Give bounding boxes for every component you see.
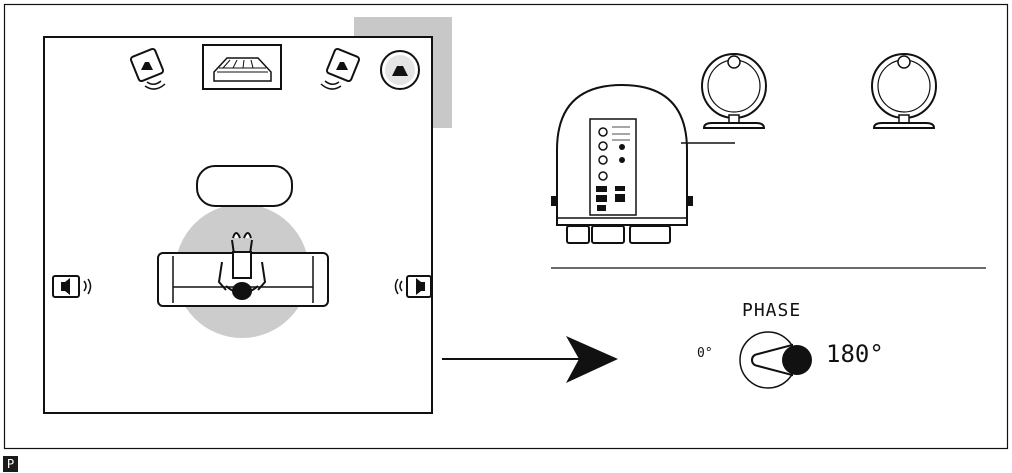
surround-left-speaker-icon bbox=[52, 275, 92, 298]
subwoofer-icon bbox=[380, 50, 420, 90]
outer-border bbox=[3, 3, 1009, 450]
phase-knob-icon[interactable] bbox=[739, 331, 812, 389]
surround-right-speaker-icon bbox=[394, 275, 432, 298]
coffee-table-icon bbox=[196, 165, 293, 207]
page-tag: P bbox=[3, 456, 18, 472]
phase-max-label: 180° bbox=[826, 340, 884, 368]
satellite-speaker-icon bbox=[871, 53, 937, 129]
phase-min-label: 0° bbox=[697, 346, 713, 361]
front-left-speaker-icon bbox=[129, 47, 166, 90]
phase-title: PHASE bbox=[742, 300, 802, 321]
listener-icon bbox=[217, 232, 267, 300]
arrow-right-icon bbox=[442, 336, 618, 383]
subwoofer-rear-illustration bbox=[551, 83, 693, 244]
tv-icon bbox=[202, 44, 282, 90]
front-right-speaker-icon bbox=[320, 47, 361, 90]
satellite-speaker-icon bbox=[701, 53, 767, 129]
